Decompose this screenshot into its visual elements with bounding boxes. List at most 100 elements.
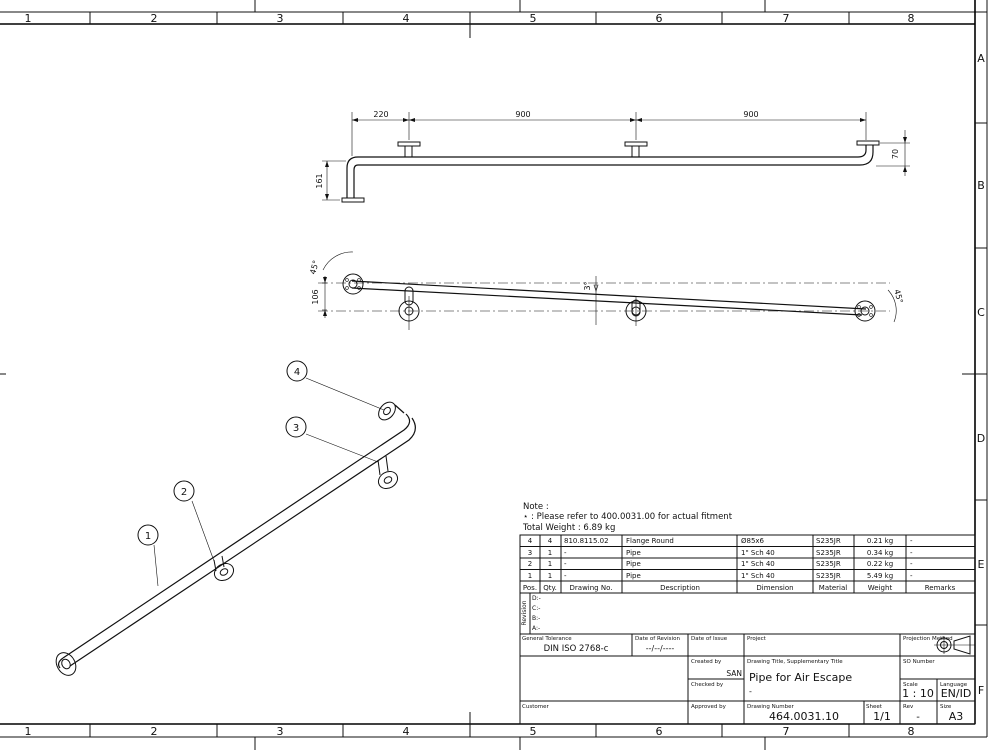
bom-cell: - <box>910 549 913 557</box>
isometric-view: 1 2 3 4 <box>55 360 416 676</box>
bom-cell: - <box>910 572 913 580</box>
angle-right-label: 45° <box>892 288 904 304</box>
note-weight: Total Weight : 6.89 kg <box>522 523 615 533</box>
general-tolerance-value: DIN ISO 2768-c <box>544 644 609 654</box>
iso-support-3 <box>377 470 399 490</box>
rev-value: - <box>916 712 920 723</box>
zone-row-f: F <box>978 684 984 697</box>
balloon-1-label: 1 <box>145 531 151 542</box>
balloon-2-label: 2 <box>181 487 187 498</box>
bom-cell: Pipe <box>626 549 641 557</box>
bom-cell: 0.21 kg <box>867 537 893 545</box>
general-tolerance-label: General Tolerance <box>522 636 572 642</box>
balloon-4 <box>286 360 308 382</box>
size-value: A3 <box>949 710 964 723</box>
iso-support-2 <box>213 562 235 582</box>
iso-flange-end <box>55 652 77 676</box>
note-line-1: ⋆ : Please refer to 400.0031.00 for actu… <box>523 512 733 522</box>
zone-col-1: 1 <box>25 12 32 25</box>
bom-header-weight: Weight <box>868 584 893 592</box>
bom-cell: 1 <box>548 572 552 580</box>
created-by-value: SAN <box>726 669 742 678</box>
projection-symbol-icon <box>934 635 975 655</box>
zone-col-2: 2 <box>151 12 158 25</box>
bom-cell: 1" Sch 40 <box>741 572 775 580</box>
rev-label: Rev <box>903 704 914 710</box>
zone-col-5-bottom: 5 <box>530 725 537 738</box>
bom-cell: 5.49 kg <box>867 572 893 580</box>
zone-col-3: 3 <box>277 12 284 25</box>
bom-cell: 1 <box>528 572 532 580</box>
zone-col-1-bottom: 1 <box>25 725 32 738</box>
sheet-label: Sheet <box>866 704 883 710</box>
iso-flange-top <box>378 401 396 421</box>
drawing-subtitle-value: - <box>749 687 752 696</box>
zone-col-7: 7 <box>783 12 790 25</box>
bom-cell: S235JR <box>816 537 841 545</box>
bom-cell: S235JR <box>816 560 841 568</box>
approved-by-label: Approved by <box>691 704 727 710</box>
revision-c: C:- <box>532 605 540 612</box>
bom-cell: - <box>564 560 567 568</box>
customer-label: Customer <box>522 704 549 710</box>
flange-right-front <box>854 300 876 322</box>
angle-left-label: 45° <box>308 259 320 275</box>
revision-a: A:- <box>532 625 540 632</box>
created-by-label: Created by <box>691 659 722 665</box>
language-label: Language <box>940 682 968 688</box>
bom-rows: 4 4 810.8115.02 Flange Round Ø85x6 S235J… <box>523 537 956 592</box>
zone-col-8-bottom: 8 <box>908 725 915 738</box>
dim-161: 161 <box>315 173 324 188</box>
bom-header-pos: Pos. <box>523 584 537 592</box>
notes: Note : ⋆ : Please refer to 400.0031.00 f… <box>522 502 733 533</box>
revision-block: Revision D:- C:- B:- A:- <box>519 592 976 635</box>
zone-row-d: D <box>977 432 985 445</box>
bom-cell: Ø85x6 <box>741 537 765 545</box>
dim-900-a: 900 <box>515 110 530 119</box>
bill-of-materials: 4 4 810.8115.02 Flange Round Ø85x6 S235J… <box>519 534 976 594</box>
project-label: Project <box>747 636 767 642</box>
title-block: General Tolerance Date of Revision Date … <box>519 633 976 725</box>
zone-col-2-bottom: 2 <box>151 725 158 738</box>
bom-cell: 0.34 kg <box>867 549 893 557</box>
drawing-title-label: Drawing Title, Supplementary Title <box>747 659 843 665</box>
balloon-2 <box>173 480 195 502</box>
slope-label: 3° <box>583 281 592 290</box>
bom-cell: Flange Round <box>626 537 674 545</box>
zone-col-7-bottom: 7 <box>783 725 790 738</box>
support-left <box>398 286 420 330</box>
bom-header-remarks: Remarks <box>925 584 956 592</box>
bom-cell: - <box>564 572 567 580</box>
bom-header-drawing-no: Drawing No. <box>570 584 613 592</box>
zone-col-4-bottom: 4 <box>403 725 410 738</box>
language-value: EN/ID <box>941 687 972 700</box>
drawing-number-label: Drawing Number <box>747 704 794 710</box>
bom-header-material: Material <box>819 584 847 592</box>
scale-label: Scale <box>903 682 918 688</box>
projection-method-label: Projection Method <box>903 636 953 642</box>
date-of-issue-label: Date of Issue <box>691 636 728 642</box>
flange-left-front <box>342 273 364 295</box>
bom-cell: - <box>564 549 567 557</box>
date-of-revision-value: --/--/---- <box>646 644 675 653</box>
note-label: Note : <box>523 502 549 512</box>
zone-row-a: A <box>977 52 985 65</box>
zone-row-e: E <box>978 558 985 571</box>
bom-cell: S235JR <box>816 549 841 557</box>
bom-header-dimension: Dimension <box>756 584 793 592</box>
bom-header-description: Description <box>660 584 700 592</box>
bom-cell: 2 <box>528 560 532 568</box>
bom-cell: 4 <box>548 537 553 545</box>
dim-106: 106 <box>311 289 320 304</box>
top-view: 220 900 900 161 70 <box>315 110 910 203</box>
balloon-4-label: 4 <box>294 367 300 378</box>
zone-col-4: 4 <box>403 12 410 25</box>
bom-cell: Pipe <box>626 572 641 580</box>
date-of-revision-label: Date of Revision <box>635 636 680 642</box>
zone-col-5: 5 <box>530 12 537 25</box>
bom-cell: 1 <box>548 560 552 568</box>
bom-cell: 810.8115.02 <box>564 537 609 545</box>
zone-col-3-bottom: 3 <box>277 725 284 738</box>
